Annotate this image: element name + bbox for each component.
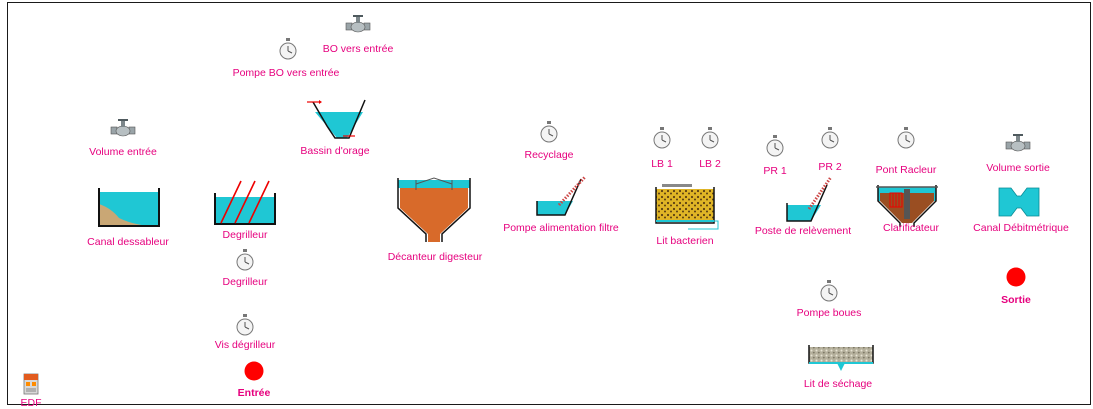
vis-degrilleur-label: Vis dégrilleur — [214, 339, 276, 351]
recyclage-label: Recyclage — [524, 149, 574, 161]
pr2-label: PR 2 — [818, 161, 842, 173]
lit-sechage-tank[interactable] — [805, 339, 877, 373]
lit-sechage-label: Lit de séchage — [803, 378, 873, 390]
valve-icon[interactable] — [345, 14, 371, 34]
canal-debitmetrique-tank[interactable] — [997, 186, 1041, 218]
pompe-alimentation-filtre-label: Pompe alimentation filtre — [503, 222, 619, 234]
edf-label: EDF — [20, 397, 42, 409]
lit-bacterien-label: Lit bacterien — [656, 235, 714, 247]
bassin-orage-label: Bassin d'orage — [300, 145, 370, 157]
lb2-label: LB 2 — [699, 158, 721, 170]
sortie-label: Sortie — [1001, 294, 1031, 306]
volume-sortie-label: Volume sortie — [986, 162, 1050, 174]
stopwatch-pump-icon[interactable] — [820, 127, 840, 149]
pompe-bo-vers-entree-label: Pompe BO vers entrée — [232, 67, 340, 79]
entree-label: Entrée — [237, 387, 271, 399]
decanteur-digesteur-tank[interactable] — [396, 176, 472, 244]
alarm-light-icon — [1006, 267, 1026, 287]
poste-relevement-tank[interactable] — [781, 175, 837, 223]
stopwatch-pump-icon[interactable] — [652, 127, 672, 149]
stopwatch-pump-icon[interactable] — [896, 127, 916, 149]
clarificateur-label: Clarificateur — [882, 222, 940, 234]
bassin-orage-tank[interactable] — [305, 98, 367, 140]
power-cabinet-icon[interactable] — [23, 373, 39, 395]
pont-racleur-label: Pont Racleur — [875, 164, 937, 176]
stopwatch-pump-icon[interactable] — [235, 314, 255, 336]
pompe-alimentation-filtre-tank[interactable] — [531, 175, 587, 217]
stopwatch-pump-icon[interactable] — [539, 121, 559, 143]
pr1-label: PR 1 — [763, 165, 787, 177]
stopwatch-pump-icon[interactable] — [819, 280, 839, 302]
lb1-label: LB 1 — [651, 158, 673, 170]
clarificateur-tank[interactable] — [876, 183, 938, 227]
lit-bacterien-tank[interactable] — [648, 183, 720, 231]
canal-dessableur-tank[interactable] — [97, 188, 161, 228]
degrilleur-motor-label: Degrilleur — [222, 276, 268, 288]
stopwatch-pump-icon[interactable] — [278, 38, 298, 60]
degrilleur-tank-label: Degrilleur — [222, 229, 268, 241]
degrilleur-tank[interactable] — [211, 179, 279, 227]
synoptic-canvas: BO vers entrée Pompe BO vers entrée Volu… — [7, 2, 1091, 409]
valve-icon[interactable] — [110, 118, 136, 138]
poste-relevement-label: Poste de relèvement — [754, 225, 852, 237]
canal-debitmetrique-label: Canal Débitmétrique — [973, 222, 1069, 234]
bo-vers-entree-label: BO vers entrée — [322, 43, 394, 55]
stopwatch-pump-icon[interactable] — [235, 249, 255, 271]
stopwatch-pump-icon[interactable] — [700, 127, 720, 149]
valve-icon[interactable] — [1005, 133, 1031, 153]
volume-entree-label: Volume entrée — [89, 146, 157, 158]
pompe-boues-label: Pompe boues — [796, 307, 862, 319]
stopwatch-pump-icon[interactable] — [765, 135, 785, 157]
canal-dessableur-label: Canal dessableur — [87, 236, 169, 248]
decanteur-digesteur-label: Décanteur digesteur — [387, 251, 483, 263]
alarm-light-icon — [244, 361, 264, 381]
